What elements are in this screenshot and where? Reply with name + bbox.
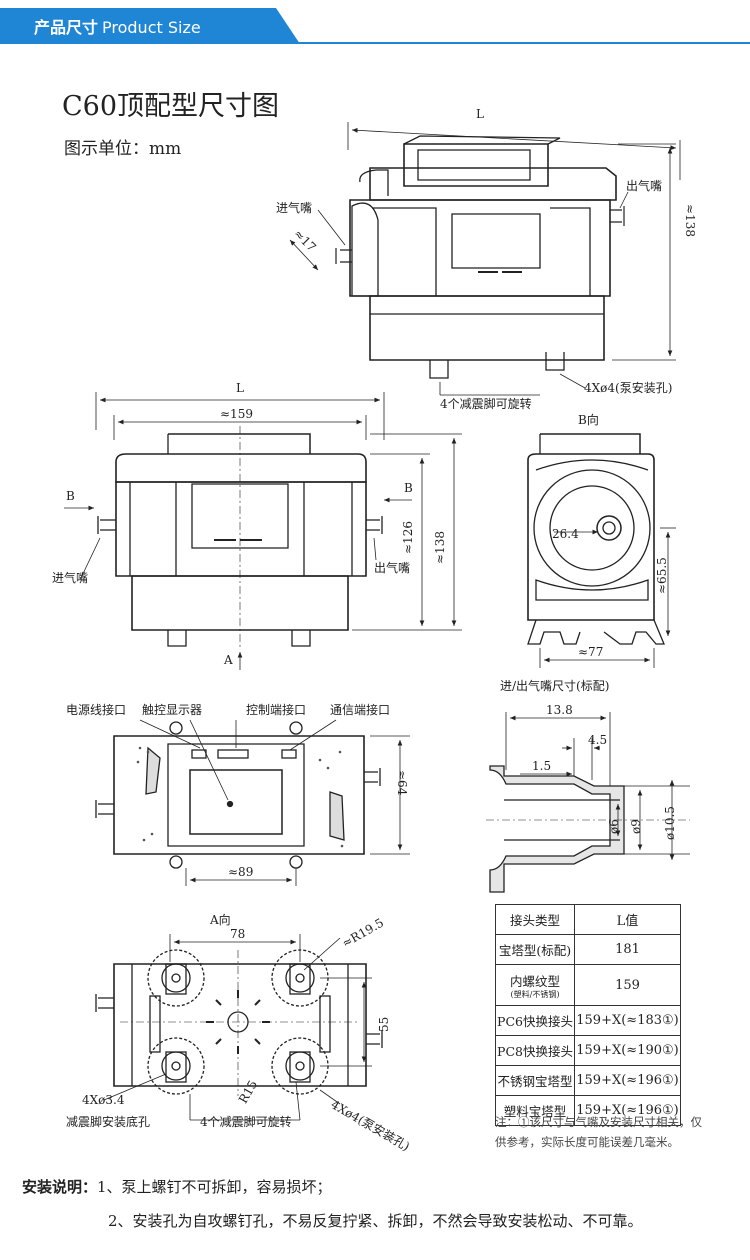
technical-drawing: L ≈138 ≈17 进气嘴 出气嘴 4个减震脚可旋转 4Xø4(泵安装孔): [52, 107, 697, 1154]
table-cell: PC6快换接头: [495, 1005, 575, 1036]
bottom-dim-55: 55: [377, 1017, 391, 1032]
bottom-holes-4: 4Xø4(泵安装孔): [329, 1097, 413, 1154]
table-row: 内螺纹型 (塑料/不锈钢) 159: [495, 964, 681, 1006]
table-header-row: 接头类型 L值: [495, 904, 681, 935]
table-header-cell: 接头类型: [495, 904, 575, 935]
table-cell: PC8快换接头: [495, 1035, 575, 1066]
front-b-right: B: [404, 481, 413, 495]
table-cell: 塑料宝塔型: [495, 1095, 575, 1126]
front-a-label: A: [223, 653, 233, 667]
nozzle-title: 进/出气嘴尺寸(标配): [500, 678, 609, 693]
page-title: C60顶配型尺寸图: [62, 91, 280, 122]
install-line-1: 安装说明：1、泵上螺钉不可拆卸，容易损坏；: [22, 1176, 332, 1197]
bottom-view: [95, 934, 383, 1121]
bottom-dim-r15: R15: [236, 1078, 260, 1106]
table-cell: 159+X(≈190①): [574, 1035, 681, 1066]
nozzle-phi-6: ø6: [607, 819, 621, 834]
nozzle-phi-10-5: ø10.5: [663, 806, 677, 840]
bottom-hole-3-4: 4Xø3.4: [82, 1093, 125, 1107]
table-cell: 159+X(≈196①): [574, 1095, 681, 1126]
top-control-label: 控制端接口: [246, 702, 306, 717]
install-item-1: 1、泵上螺钉不可拆卸，容易损坏；: [97, 1178, 332, 1196]
front-view: [64, 392, 462, 670]
header-label-cn: 产品尺寸: [34, 18, 99, 37]
connector-table: 接头类型 L值 宝塔型(标配) 181 内螺纹型 (塑料/不锈钢) 159 PC…: [495, 904, 681, 1126]
iso-holes-label: 4Xø4(泵安装孔): [584, 380, 672, 395]
table-row: 塑料宝塔型 159+X(≈196①): [495, 1095, 681, 1126]
table-cell: 181: [574, 934, 681, 965]
table-row: PC8快换接头 159+X(≈190①): [495, 1035, 681, 1066]
iso-outlet-label: 出气嘴: [626, 178, 662, 193]
side-dim-26-4: 26.4: [552, 527, 579, 541]
install-lead: 安装说明：: [22, 1178, 98, 1196]
front-b-left: B: [66, 489, 75, 503]
front-dim-138: ≈138: [433, 531, 447, 564]
table-header-cell: L值: [574, 904, 681, 935]
iso-feet-label: 4个减震脚可旋转: [440, 396, 532, 411]
nozzle-detail: [486, 712, 690, 893]
top-dim-89: ≈89: [228, 865, 253, 879]
table-cell: 159: [574, 964, 681, 1006]
top-touch-label: 触控显示器: [142, 703, 202, 717]
bottom-base-label: 减震脚安装底孔: [66, 1114, 150, 1129]
bottom-view-title: A向: [209, 912, 231, 927]
table-cell-main: 内螺纹型: [509, 973, 560, 989]
header-label-en: Product Size: [102, 18, 201, 37]
header-tab: [0, 8, 300, 44]
install-line-2: 2、安装孔为自攻螺钉孔，不易反复拧紧、拆卸，不然会导致安装松动、不可靠。: [108, 1212, 643, 1230]
side-view: [527, 433, 676, 668]
iso-view: [289, 122, 681, 396]
top-view: [95, 719, 410, 886]
front-dim-159: ≈159: [220, 407, 253, 421]
table-cell: 不锈钢宝塔型: [495, 1065, 575, 1096]
iso-inlet-label: 进气嘴: [276, 200, 312, 215]
front-outlet-label: 出气嘴: [374, 560, 410, 575]
nozzle-phi-9: ø9: [629, 819, 643, 834]
table-cell-sub: (塑料/不锈钢): [510, 989, 560, 999]
table-row: 不锈钢宝塔型 159+X(≈196①): [495, 1065, 681, 1096]
nozzle-dim-1-5: 1.5: [532, 759, 551, 773]
table-cell: 内螺纹型 (塑料/不锈钢): [495, 964, 575, 1006]
table-row: 宝塔型(标配) 181: [495, 934, 681, 965]
top-comm-label: 通信端接口: [330, 702, 390, 717]
iso-dim-L: L: [476, 107, 484, 121]
front-dim-L: L: [236, 381, 244, 395]
table-cell: 159+X(≈196①): [574, 1065, 681, 1096]
front-dim-126: ≈126: [401, 521, 415, 554]
nozzle-dim-13-8: 13.8: [546, 703, 573, 717]
table-cell: 159+X(≈183①): [574, 1005, 681, 1036]
table-row: PC6快换接头 159+X(≈183①): [495, 1005, 681, 1036]
iso-dim-138: ≈138: [683, 204, 697, 237]
side-dim-77: ≈77: [578, 645, 603, 659]
table-cell: 宝塔型(标配): [495, 934, 575, 965]
bottom-dim-r19-5: ≈R19.5: [339, 915, 386, 950]
side-view-title: B向: [578, 412, 599, 427]
front-inlet-label: 进气嘴: [52, 570, 88, 585]
bottom-dim-78: 78: [230, 927, 245, 941]
header-rule: [0, 42, 750, 44]
top-power-label: 电源线接口: [66, 702, 126, 717]
side-dim-65-5: ≈65.5: [655, 557, 669, 594]
unit-label: 图示单位：mm: [64, 139, 182, 159]
nozzle-dim-4-5: 4.5: [588, 733, 607, 747]
iso-dim-17: ≈17: [291, 227, 319, 255]
top-dim-64: ≈64: [395, 770, 409, 796]
table-note: 注：①该尺寸与气嘴及安装尺寸相关，仅供参考，实际长度可能误差几毫米。: [495, 1115, 702, 1149]
bottom-feet-label: 4个减震脚可旋转: [200, 1114, 292, 1129]
